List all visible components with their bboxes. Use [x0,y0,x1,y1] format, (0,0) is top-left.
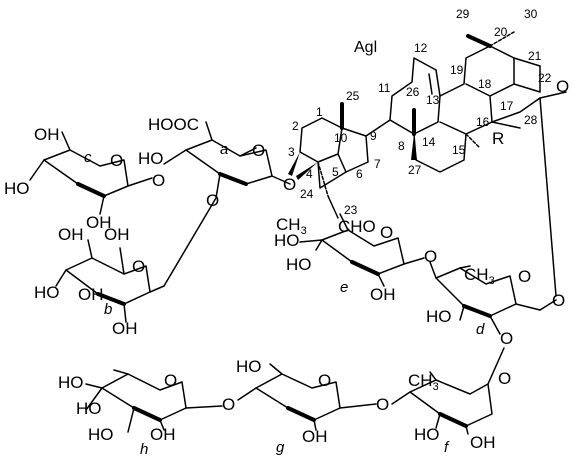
atom-number: 13 [426,93,440,107]
atom-number: 10 [334,131,348,145]
atom-number: 6 [356,167,363,181]
atom-number: 28 [524,113,538,127]
atom-number: 15 [452,143,466,157]
ring-label-c: c [84,149,92,166]
atom-number: 9 [370,129,377,143]
atom-number: 20 [494,25,508,39]
atom-number: 3 [288,145,295,159]
atom-number: 30 [524,7,538,21]
sugar-ring-a: O O HOOC HO O a [138,115,296,287]
ring-label-d: d [476,321,485,338]
glycosidic-oxygen: O [283,175,296,194]
ring-oxygen: O [164,371,177,390]
sugar-ring-c: O O OH HO OH c [4,125,165,232]
cooh-group: HOOC [148,115,199,134]
atom-number: 4 [306,167,313,181]
hydroxyl: OH [58,225,84,244]
hydroxyl: HO [58,373,84,392]
atom-number: 24 [300,187,314,201]
atom-numbers: 1 2 3 4 5 6 7 8 9 10 11 12 13 14 15 16 1… [288,7,552,217]
atom-number: 26 [406,85,420,99]
methyl-label: CH3 [276,215,307,237]
hydroxyl: HO [274,231,300,250]
ring-label-g: g [276,439,285,456]
glycosidic-oxygen: O [376,395,389,414]
ring-label-a: a [220,141,228,158]
atom-number: 2 [292,119,299,133]
ring-oxygen: O [518,267,531,286]
ring-oxygen: O [132,257,145,276]
methyl-label: CH3 [464,265,495,287]
hydroxyl: HO [88,425,114,444]
atom-number: 5 [332,165,339,179]
r-group-label: R [492,129,504,148]
hydroxyl: OH [112,319,138,338]
sugar-ring-g: O O HO OH g [222,357,377,456]
hydroxyl: OH [150,425,176,444]
hydroxyl: OH [34,125,60,144]
atom-number: 21 [528,49,542,63]
hydroxyl: OH [302,427,328,446]
atom-number: 16 [476,115,490,129]
atom-number: 19 [450,63,464,77]
methyl-label: CH3 [408,371,439,393]
glycosidic-oxygen: O [152,171,165,190]
sugar-ring-f: CH3 O O HO OH f [376,347,511,456]
atom-number: 11 [378,81,391,95]
ring-label-e: e [340,279,348,296]
hydroxyl: HO [4,179,30,198]
atom-number: 23 [344,203,358,217]
sugar-ring-b: O OH OH HO OH OH b [34,225,165,338]
hydroxyl: HO [414,425,440,444]
hydroxyl: OH [104,225,130,244]
ring-oxygen: O [252,141,265,160]
atom-number: 18 [478,77,492,91]
hydroxyl: OH [86,213,112,232]
cho-label: CHO [338,217,376,236]
sugar-ring-d: O CH3 O O HO O d [424,247,565,348]
atom-number: 14 [422,135,436,149]
atom-number: 29 [456,7,470,21]
hydroxyl: HO [286,255,312,274]
sugar-ring-h: O HO HO HO OH h [58,369,223,458]
atom-number: 22 [538,71,552,85]
ring-oxygen: O [498,369,511,388]
atom-number: 1 [316,105,323,119]
glycosidic-oxygen: O [424,247,437,266]
aglycone-skeleton [288,31,567,297]
sugar-ring-e: CH3 O HO HO OH e [274,213,425,304]
hydroxyl: HO [426,307,452,326]
glycosidic-oxygen: O [222,395,235,414]
hydroxyl: HO [34,283,60,302]
atom-number: 7 [374,157,381,171]
hydroxyl: OH [370,285,396,304]
hydroxyl: HO [138,149,164,168]
aglycone-label: Agl [354,39,377,56]
hydroxyl: OH [470,433,496,452]
atom-number: 25 [346,89,360,103]
ketone-oxygen: O [556,77,569,96]
glycosidic-oxygen: O [500,329,513,348]
aglycone-labels: Agl R CHO O [338,39,569,236]
hydroxyl: OH [78,285,104,304]
ring-label-f: f [444,439,450,456]
atom-number: 8 [398,139,405,153]
ester-oxygen: O [552,291,565,310]
hydroxyl: HO [76,399,102,418]
ring-oxygen: O [110,151,123,170]
atom-number: 17 [500,99,514,113]
ring-oxygen: O [318,371,331,390]
glycosidic-oxygen: O [206,191,219,210]
ring-label-h: h [140,441,148,458]
hydroxyl: HO [236,357,262,376]
atom-number: 12 [414,41,428,55]
atom-number: 27 [408,163,422,177]
ring-label-b: b [104,301,112,318]
ring-oxygen: O [380,223,393,242]
